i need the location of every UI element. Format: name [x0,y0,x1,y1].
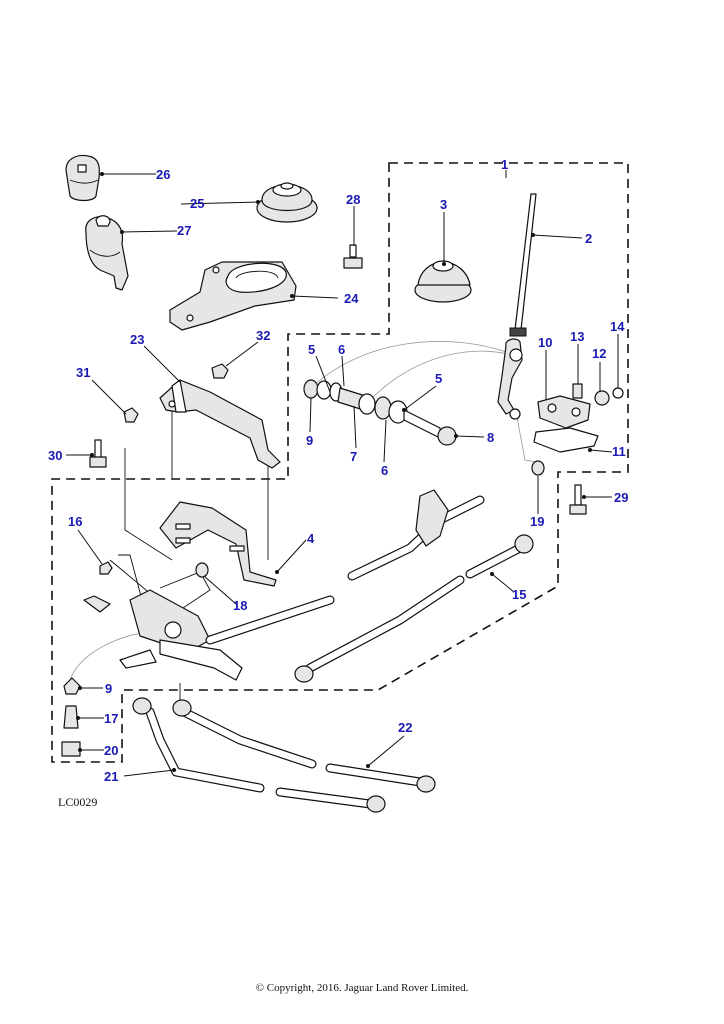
callout-25: 25 [190,196,204,211]
gear-knob [65,154,100,202]
callout-1: 1 [501,157,508,172]
callout-9b: 9 [105,681,112,696]
callout-21: 21 [104,769,118,784]
support-bracket [159,379,281,469]
callout-10: 10 [538,335,552,350]
pivot-shaft-assembly [303,379,457,446]
assembly-boundary [51,162,629,763]
callout-12: 12 [592,346,606,361]
reference-lines [69,341,537,700]
leader-lines [66,170,619,777]
diagram-reference-code: LC0029 [58,795,98,809]
leader-dots [76,172,592,772]
callout-6a: 6 [338,342,345,357]
callout-23: 23 [130,332,144,347]
callout-3: 3 [440,197,447,212]
copyright-notice: © Copyright, 2016. Jaguar Land Rover Lim… [255,982,469,994]
mounting-bracket-plate [169,261,297,331]
callout-19: 19 [530,514,544,529]
callout-5b: 5 [435,371,442,386]
callout-26: 26 [156,167,170,182]
callout-9a: 9 [306,433,313,448]
mounting-bracket [159,501,277,587]
linkage-rods [132,697,436,813]
callout-11: 11 [612,444,626,459]
lever-boot [414,260,472,303]
callout-22: 22 [398,720,412,735]
selector-bracket [533,383,624,453]
callout-4: 4 [307,531,315,546]
gaiter-boot [256,182,318,223]
callout-16: 16 [68,514,82,529]
bush-stack [61,677,81,757]
callout-30: 30 [48,448,62,463]
callout-labels: 1 2 3 4 5 5 6 6 7 8 9 9 10 11 12 13 14 1… [48,157,628,784]
callout-32: 32 [256,328,270,343]
selector-rods [205,489,534,683]
fasteners [89,363,587,575]
callout-5a: 5 [308,342,315,357]
lower-lever-assembly [83,589,243,681]
callout-17: 17 [104,711,118,726]
gear-knob-sleeve [85,215,129,291]
callout-8: 8 [487,430,494,445]
callout-18: 18 [233,598,247,613]
callout-6b: 6 [381,463,388,478]
callout-14: 14 [610,319,625,334]
callout-28: 28 [346,192,360,207]
bolt-28 [343,244,363,269]
callout-24: 24 [344,291,359,306]
callout-20: 20 [104,743,118,758]
callout-27: 27 [177,223,191,238]
callout-15: 15 [512,587,526,602]
gear-lever [497,193,537,420]
callout-31: 31 [76,365,90,380]
callout-29: 29 [614,490,628,505]
callout-2: 2 [585,231,592,246]
callout-7: 7 [350,449,357,464]
callout-13: 13 [570,329,584,344]
